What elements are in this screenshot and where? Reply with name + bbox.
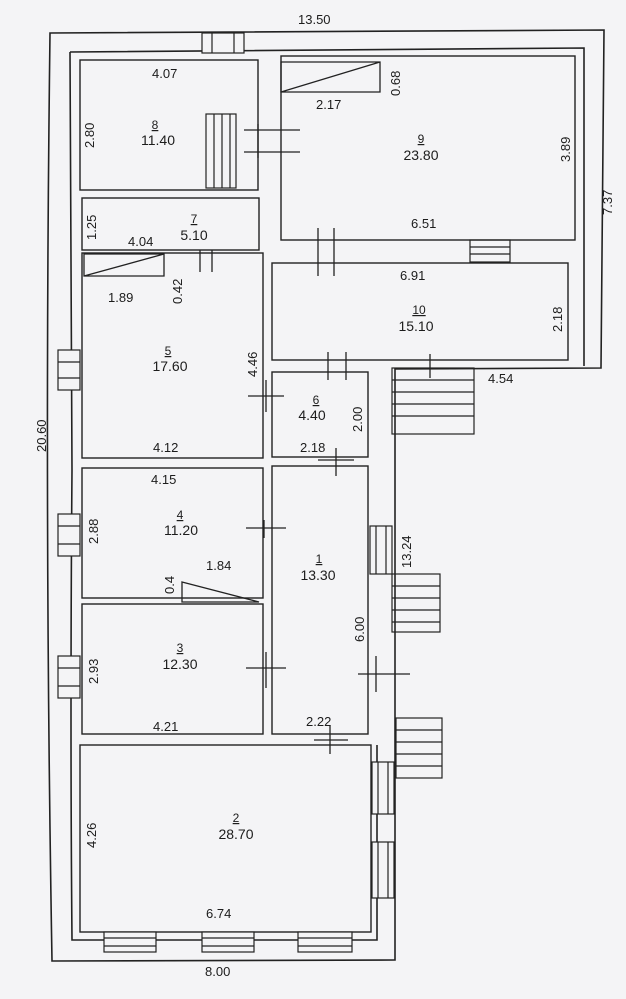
room-3: 3 12.30 2.93 4.21 [86, 641, 198, 734]
room-9-dim-height: 3.89 [558, 137, 573, 162]
room-2: 2 28.70 4.26 6.74 [84, 811, 254, 921]
room-8-dim-height: 2.80 [82, 123, 97, 148]
room-1-dim-height: 6.00 [352, 617, 367, 642]
room-8: 8 11.40 4.07 2.80 [82, 66, 177, 148]
room-4: 4 11.20 4.15 2.88 1.84 0.4 [86, 472, 231, 594]
dim-left: 20.60 [34, 419, 49, 452]
dim-right-lower: 13.24 [399, 535, 414, 568]
room-7: 7 5.10 1.25 4.04 [84, 212, 208, 249]
room-6: 6 4.40 2.00 2.18 [298, 393, 365, 455]
room-2-dim-width: 6.74 [206, 906, 231, 921]
overall-dimensions: 13.50 7.37 20.60 8.00 13.24 [34, 12, 615, 979]
room-5-dim-bay-depth: 0.42 [170, 279, 185, 304]
room-1-dim-width: 2.22 [306, 714, 331, 729]
room-4-outline [81, 467, 264, 599]
windows [57, 32, 395, 953]
room-5-dim-width: 4.12 [153, 440, 178, 455]
room-3-area: 12.30 [162, 656, 197, 672]
room-9-dim-width: 6.51 [411, 216, 436, 231]
room-5: 5 17.60 1.89 0.42 4.46 4.12 [108, 279, 260, 455]
door-marks [199, 124, 431, 754]
room-6-outline [271, 371, 369, 458]
room-4-dim-height: 2.88 [86, 519, 101, 544]
room-6-area: 4.40 [298, 407, 325, 423]
dim-right: 7.37 [600, 190, 615, 215]
room-6-dim-height: 2.00 [350, 407, 365, 432]
room-2-area: 28.70 [218, 826, 253, 842]
room-9: 9 23.80 2.17 0.68 3.89 6.51 [316, 71, 573, 231]
room-4-dim-bay-depth: 0.4 [162, 576, 177, 594]
room-10-dim-step: 4.54 [488, 371, 513, 386]
room-4-number: 4 [177, 508, 184, 522]
room-1-outline [271, 465, 369, 735]
room-9-area: 23.80 [403, 147, 438, 163]
diagonal-bays [83, 61, 381, 603]
room-10-dim-width: 6.91 [400, 268, 425, 283]
room-4-area: 11.20 [164, 522, 198, 538]
dim-top: 13.50 [298, 12, 331, 27]
room-10: 10 15.10 6.91 2.18 4.54 [398, 268, 565, 386]
room-8-area: 11.40 [141, 132, 175, 148]
room-7-number: 7 [191, 212, 198, 226]
room-10-number: 10 [412, 303, 426, 317]
room-1-area: 13.30 [300, 567, 335, 583]
room-10-outline [271, 262, 569, 361]
room-5-outline [81, 252, 264, 459]
dim-bottom: 8.00 [205, 964, 230, 979]
room-7-dim-height: 1.25 [84, 215, 99, 240]
room-9-number: 9 [418, 132, 425, 146]
room-4-dim-bay: 1.84 [206, 558, 231, 573]
room-10-dim-height: 2.18 [550, 307, 565, 332]
room-5-dim-bay: 1.89 [108, 290, 133, 305]
room-4-dim-width: 4.15 [151, 472, 176, 487]
room-7-dim-width: 4.04 [128, 234, 153, 249]
room-6-dim-width: 2.18 [300, 440, 325, 455]
room-8-number: 8 [152, 118, 159, 132]
room-1-number: 1 [316, 552, 323, 566]
room-5-area: 17.60 [152, 358, 187, 374]
room-5-number: 5 [165, 344, 172, 358]
room-2-dim-height: 4.26 [84, 823, 99, 848]
room-walls [79, 55, 576, 933]
room-10-area: 15.10 [398, 318, 433, 334]
room-7-area: 5.10 [180, 227, 207, 243]
room-8-dim-width: 4.07 [152, 66, 177, 81]
room-2-number: 2 [233, 811, 240, 825]
room-7-outline [81, 197, 260, 251]
room-9-dim-bay: 2.17 [316, 97, 341, 112]
stairs [205, 113, 511, 779]
room-3-dim-height: 2.93 [86, 659, 101, 684]
room-5-dim-height: 4.46 [245, 352, 260, 377]
room-9-outline [280, 55, 576, 241]
room-9-dim-bay-depth: 0.68 [388, 71, 403, 96]
outer-walls [46, 29, 605, 962]
room-3-number: 3 [177, 641, 184, 655]
room-1: 1 13.30 6.00 2.22 [300, 552, 367, 729]
room-3-outline [81, 603, 264, 735]
room-6-number: 6 [313, 393, 320, 407]
room-3-dim-width: 4.21 [153, 719, 178, 734]
